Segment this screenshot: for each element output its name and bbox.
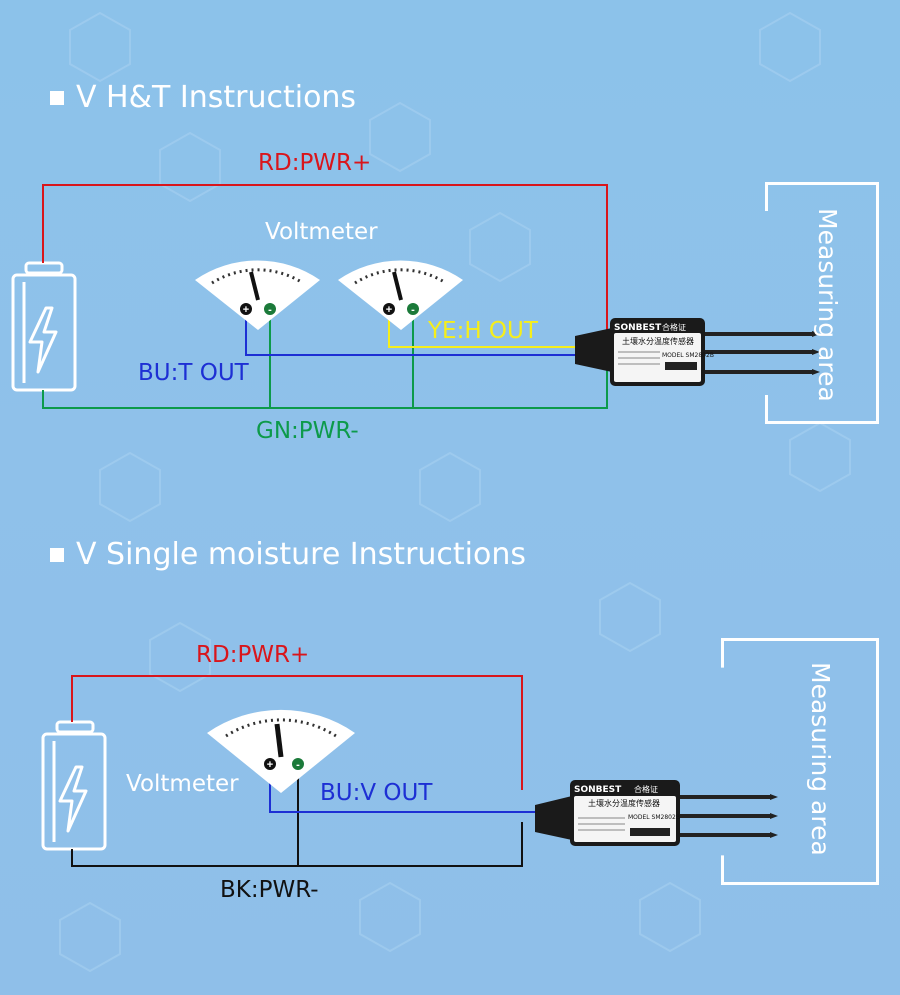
meter-2-plus: +: [386, 304, 392, 316]
title-bullet: [50, 90, 64, 105]
meter-3-minus: -: [296, 759, 300, 771]
section1-wire-pwr-pos-label: RD:PWR+: [258, 150, 372, 176]
wire-1-red: [42, 184, 608, 330]
section1-wire-t-out-label: BU:T OUT: [138, 360, 249, 386]
section2-title-text: V Single moisture Instructions: [76, 537, 526, 572]
sensor-2-cert: 合格证: [634, 784, 658, 794]
section2-wire-pwr-pos-label: RD:PWR+: [196, 642, 310, 668]
voltmeter-3-icon: [207, 709, 355, 793]
meter-3-plus: +: [267, 759, 273, 771]
meter-1-plus: +: [243, 304, 249, 316]
sensor-1-model: MODEL SM2802B: [662, 352, 714, 359]
sensor-2-name: 土壤水分温度传感器: [588, 798, 660, 808]
battery-2-icon: [41, 720, 107, 851]
section2-wire-pwr-neg-label: BK:PWR-: [220, 877, 319, 903]
sensor-2-model: MODEL SM2802B: [628, 814, 680, 821]
wire-1-blue: [245, 318, 585, 356]
section2-voltmeter-label: Voltmeter: [126, 771, 239, 797]
wire-1-yellow: [388, 318, 585, 348]
sensor-1-icon: [575, 318, 820, 386]
section1-title-text: V H&T Instructions: [76, 80, 357, 115]
sensor-1-name: 土壤水分温度传感器: [622, 336, 694, 346]
section2-measuring-area-box: [721, 638, 879, 885]
battery-1-icon: [11, 261, 77, 392]
meter-2-minus: -: [411, 304, 415, 316]
section2-wire-v-out-label: BU:V OUT: [320, 780, 433, 806]
wire-2-blue: [269, 772, 540, 813]
section2-measuring-area-label: Measuring area: [806, 662, 835, 856]
section1-voltmeter-label: Voltmeter: [265, 219, 378, 245]
sensor-2-brand: SONBEST: [574, 785, 622, 795]
sensor-1-brand: SONBEST: [614, 323, 662, 333]
section1-title: V H&T Instructions: [50, 80, 356, 115]
wire-2-red: [71, 675, 523, 790]
voltmeter-2-icon: [338, 260, 463, 330]
section2-title: V Single moisture Instructions: [50, 537, 526, 572]
title-bullet: [50, 547, 64, 562]
wire-1-green: [42, 370, 608, 409]
meter-1-minus: -: [268, 304, 272, 316]
sensor-2-icon: [535, 780, 778, 846]
sensor-1-cert: 合格证: [662, 322, 686, 332]
section1-wire-h-out-label: YE:H OUT: [428, 318, 538, 344]
section1-measuring-area-label: Measuring area: [813, 208, 842, 402]
section1-wire-pwr-neg-label: GN:PWR-: [256, 418, 359, 444]
voltmeter-1-icon: [195, 260, 320, 330]
